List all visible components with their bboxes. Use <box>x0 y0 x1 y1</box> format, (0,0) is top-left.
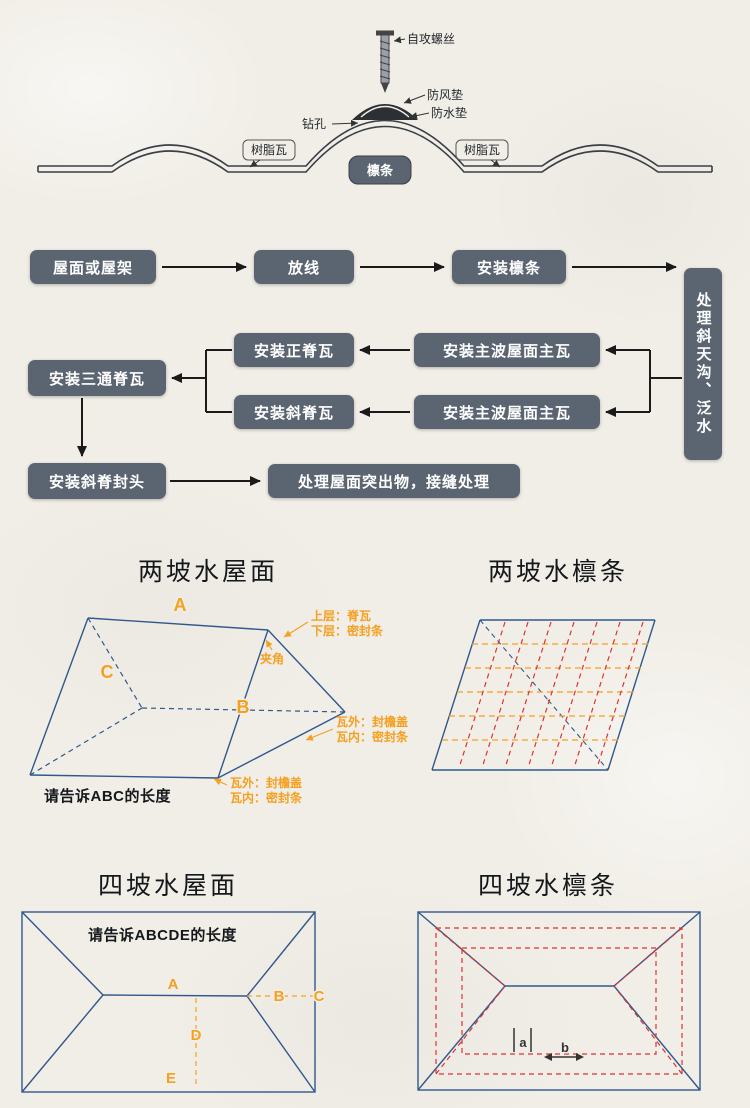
gable-roof-hidden-edges <box>29 617 346 776</box>
hip-roof-diagram: A B C D E 请告诉ABCDE的长度 <box>21 911 326 1093</box>
hip-label-a: A <box>168 976 179 993</box>
flow-install-main-tile-2: 安装主波屋面主瓦 <box>414 395 600 429</box>
hip-label-e: E <box>166 1070 176 1087</box>
drill-pointer <box>331 119 359 127</box>
front-eave-pointer <box>213 778 228 786</box>
hip-purlin-diagram: a b <box>417 911 701 1091</box>
washer-cap-graphic <box>352 104 418 120</box>
flow-roof-or-truss: 屋面或屋架 <box>30 250 156 284</box>
hip-roof-outline <box>21 911 316 1093</box>
hip-label-c: C <box>314 988 325 1005</box>
sheet-bottom-line <box>38 125 712 173</box>
hip-purlin-title: 四坡水檩条 <box>478 872 619 900</box>
hip-roof-note: 请告诉ABCDE的长度 <box>88 926 237 944</box>
flow-handle-valley: 处理斜天沟、泛水 <box>684 268 722 460</box>
ridge-annotation-pointer <box>283 621 309 638</box>
gable-label-c: C <box>101 662 114 682</box>
hip-roof-title: 四坡水屋面 <box>98 872 239 900</box>
gable-roof-title: 两坡水屋面 <box>138 558 279 586</box>
hip-purlin-measures: a b <box>513 1028 584 1061</box>
gable-purlin-outline <box>431 619 656 771</box>
drill-label: 钻孔 <box>302 116 326 131</box>
hip-purlin-outline <box>417 911 701 1091</box>
hip-label-b: B <box>274 988 285 1005</box>
water-pad-label: 防水垫 <box>431 105 467 120</box>
flow-handle-protrusion: 处理屋面突出物，接缝处理 <box>268 464 520 498</box>
gable-roof-note: 请告诉ABC的长度 <box>44 787 171 805</box>
water-pad-pointer <box>409 112 430 119</box>
flow-install-tee-ridge: 安装三通脊瓦 <box>28 360 166 396</box>
wind-pad-pointer <box>403 94 426 104</box>
tile-cross-section-diagram: 檩条 树脂瓦 树脂瓦 自攻螺丝 防风垫 防水垫 钻孔 <box>37 30 713 185</box>
resin-tile-left-label: 树脂瓦 <box>251 142 287 157</box>
screw-label: 自攻螺丝 <box>407 32 455 46</box>
gable-purlin-title: 两坡水檩条 <box>488 558 629 586</box>
resin-tile-right-tag: 树脂瓦 <box>455 139 509 168</box>
gable-eave-pointer <box>305 728 334 741</box>
purlin-label: 檩条 <box>367 163 394 178</box>
gable-eave-outer-annotation: 瓦外：封檐盖 <box>336 714 408 729</box>
purlin-box: 檩条 <box>348 155 412 185</box>
hip-purlin-red-grid <box>435 927 683 1075</box>
gable-label-b: B <box>237 697 250 717</box>
flow-handle-valley-label: 处理斜天沟、泛水 <box>694 292 712 436</box>
flow-install-purlin: 安装檩条 <box>452 250 566 284</box>
screw-graphic <box>376 30 394 93</box>
ridge-lower-annotation: 下层：密封条 <box>311 623 384 638</box>
gable-purlin-hidden-edges <box>479 619 609 771</box>
resin-tile-right-label: 树脂瓦 <box>464 142 500 157</box>
gable-purlin-diagram <box>431 619 656 771</box>
hip-purlin-label-b: b <box>561 1040 569 1055</box>
sheet-top-line <box>38 119 712 167</box>
gable-roof-outline <box>29 617 346 779</box>
gable-label-a: A <box>174 595 187 615</box>
angle-pointer <box>265 639 273 651</box>
hip-label-d: D <box>191 1027 202 1044</box>
rafter-lines-red <box>458 621 644 769</box>
ridge-upper-annotation: 上层：脊瓦 <box>311 608 371 623</box>
flowchart-connectors <box>77 262 682 486</box>
front-eave-inner-annotation: 瓦内：密封条 <box>230 790 303 805</box>
gable-eave-inner-annotation: 瓦内：密封条 <box>336 729 409 744</box>
flow-install-hip-ridge: 安装斜脊瓦 <box>234 395 354 429</box>
front-eave-outer-annotation: 瓦外：封檐盖 <box>230 775 302 790</box>
gable-roof-diagram: A C B 上层：脊瓦 下层：密封条 夹角 瓦外：封檐盖 瓦内：密封条 瓦外：封… <box>29 594 409 805</box>
angle-annotation: 夹角 <box>260 651 284 666</box>
flow-install-main-ridge: 安装正脊瓦 <box>234 333 354 367</box>
wind-pad-label: 防风垫 <box>427 87 463 102</box>
resin-tile-left-tag: 树脂瓦 <box>242 139 296 168</box>
screw-pointer <box>393 36 406 44</box>
flow-set-line: 放线 <box>254 250 354 284</box>
flow-install-main-tile-1: 安装主波屋面主瓦 <box>414 333 600 367</box>
flow-install-hip-end: 安装斜脊封头 <box>28 463 166 499</box>
hip-purlin-label-a: a <box>519 1035 527 1050</box>
hip-roof-dashed-measures <box>195 995 313 1088</box>
